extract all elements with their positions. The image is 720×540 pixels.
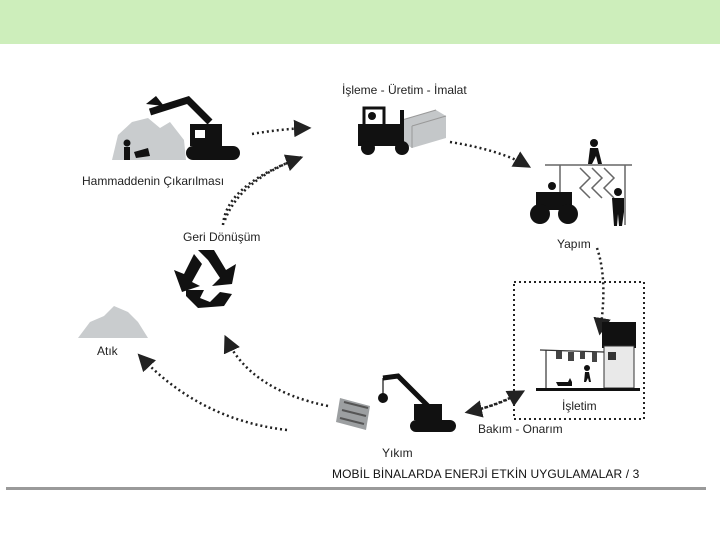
forklift-icon (358, 106, 447, 155)
arrow-demolition-to-waste (137, 353, 288, 432)
arrow-recycling-to-raw (221, 154, 304, 226)
recycle-icon (174, 250, 236, 308)
label-processing: İşleme - Üretim - İmalat (342, 83, 467, 97)
label-operation: İşletim (562, 399, 597, 413)
arrow-demolition-to-maintenance (469, 390, 526, 414)
wrecking-ball-icon (336, 373, 456, 432)
construction-icon (530, 139, 632, 226)
top-header-bar (0, 0, 720, 44)
house-icon (536, 322, 640, 391)
label-raw-material: Hammaddenin Çıkarılması (82, 174, 224, 188)
arrow-maintenance-to-demolition (464, 391, 521, 418)
footer-divider (6, 487, 706, 490)
label-construction: Yapım (557, 237, 591, 251)
page-footer-title: MOBİL BİNALARDA ENERJİ ETKİN UYGULAMALAR… (332, 467, 640, 481)
waste-pile-icon (78, 306, 148, 338)
label-recycling: Geri Dönüşüm (183, 230, 260, 244)
arrow-demolition-to-recycling (223, 334, 329, 408)
arrow-raw-to-processing (251, 119, 312, 138)
arrow-processing-to-construction (449, 140, 532, 168)
operation-frame (513, 281, 645, 420)
arrow-recycling-to-processing (223, 155, 303, 221)
label-maintenance: Bakım - Onarım (478, 422, 563, 436)
label-waste: Atık (97, 344, 119, 358)
arrow-construction-to-operation (593, 247, 611, 336)
excavator-icon (112, 96, 240, 160)
label-demolition: Yıkım (382, 446, 413, 460)
